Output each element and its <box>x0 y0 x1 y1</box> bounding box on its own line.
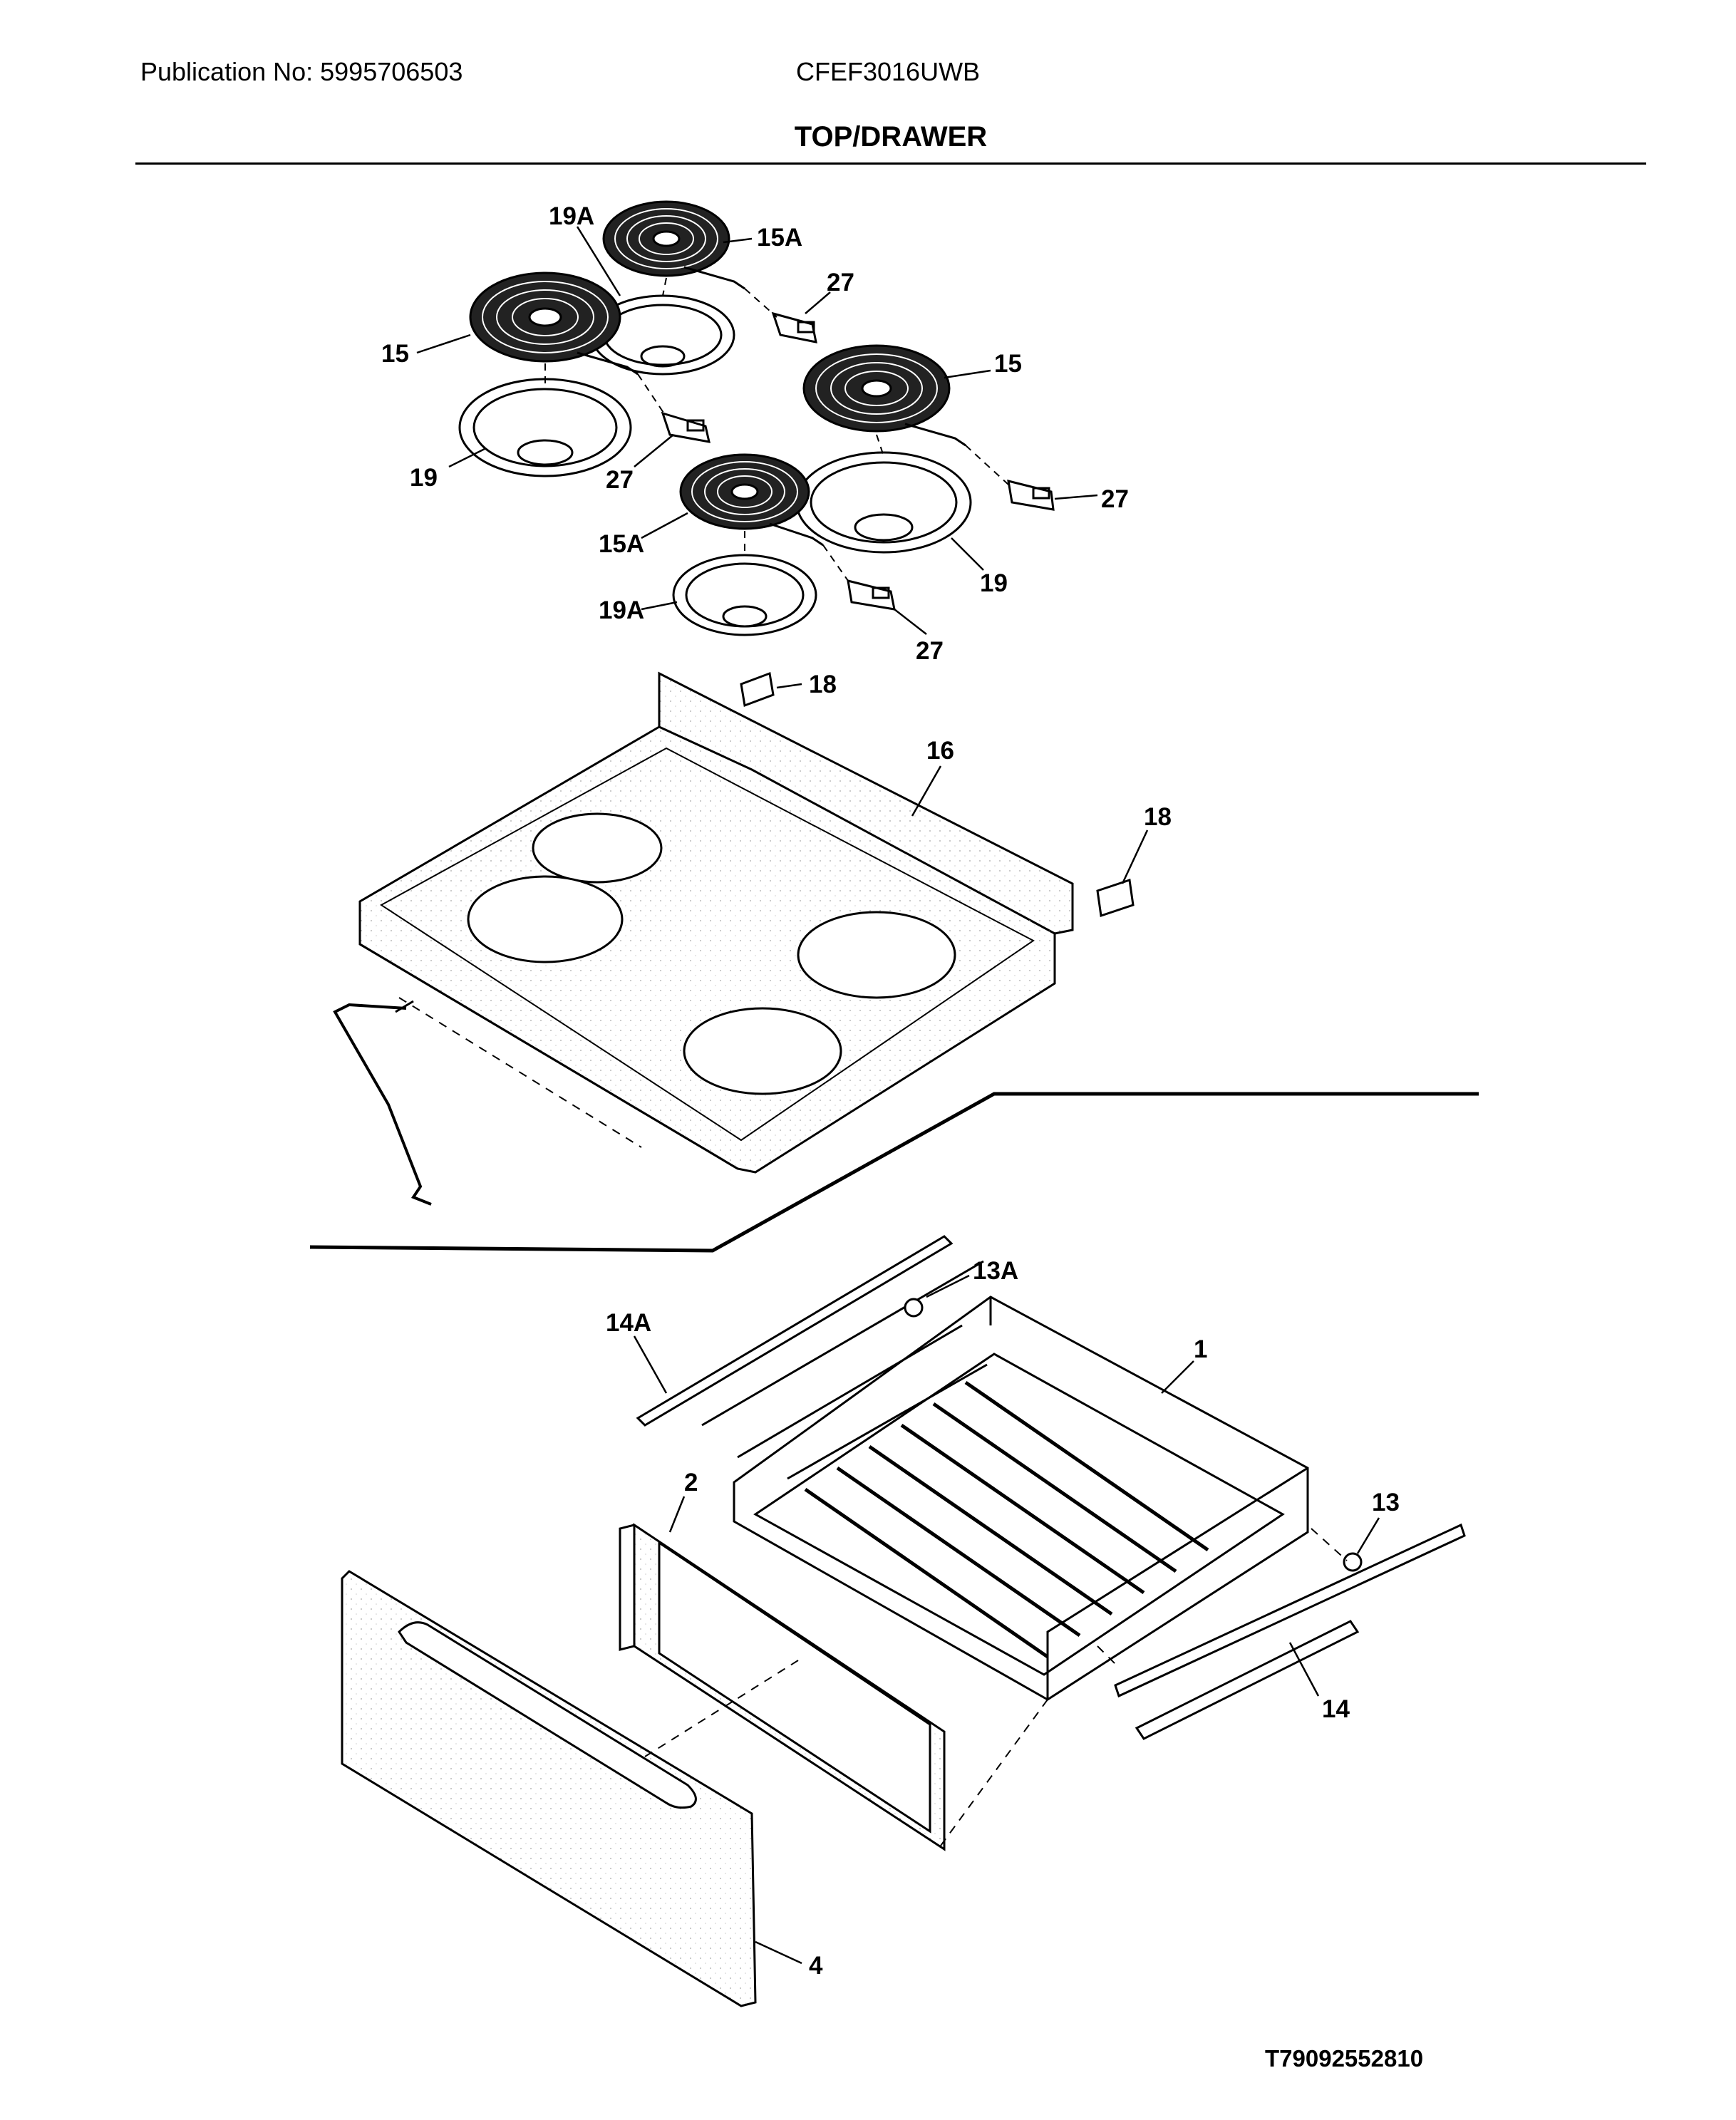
callout-27-c: 27 <box>1101 485 1129 513</box>
surface-element-15a-top <box>602 200 745 290</box>
cooktop-16 <box>358 671 1074 1174</box>
callout-27-d: 27 <box>916 637 944 665</box>
callout-15a-top: 15A <box>757 224 802 252</box>
surface-element-15a-lower <box>679 453 824 547</box>
support-rod <box>333 1003 432 1206</box>
header-divider <box>135 162 1646 165</box>
drawer-body-1 <box>733 1296 1309 1701</box>
drawer-front-2 <box>619 1523 946 1851</box>
callout-27-b: 27 <box>606 466 634 494</box>
callout-1: 1 <box>1194 1335 1207 1363</box>
callout-15a-lower: 15A <box>599 530 644 558</box>
surface-element-15-right <box>802 344 966 447</box>
callout-18-top: 18 <box>809 671 837 698</box>
receptacle-27-c <box>1007 479 1055 511</box>
section-divider <box>309 1092 1479 1253</box>
bracket-18-right <box>1096 879 1135 917</box>
model-number: CFEF3016UWB <box>796 57 981 86</box>
drip-bowl-19-left <box>458 378 632 477</box>
drip-bowl-19a-lower <box>672 554 817 636</box>
callout-15-left: 15 <box>381 340 409 368</box>
callout-13a: 13A <box>973 1257 1018 1285</box>
callout-16: 16 <box>926 737 954 765</box>
drip-bowl-19-right <box>795 451 972 554</box>
diagram-code: T79092552810 <box>1265 2045 1424 2072</box>
publication-number: Publication No: 5995706503 <box>140 57 463 86</box>
section-title: TOP/DRAWER <box>794 121 988 152</box>
callout-14a: 14A <box>606 1309 651 1337</box>
callout-14: 14 <box>1322 1695 1350 1723</box>
callout-2: 2 <box>684 1469 698 1496</box>
roller-13 <box>1343 1552 1363 1572</box>
callout-13: 13 <box>1372 1489 1400 1516</box>
callout-19-left: 19 <box>410 464 438 492</box>
callout-4: 4 <box>809 1952 823 1980</box>
receptacle-27-d <box>847 579 896 611</box>
bracket-18-top <box>740 671 775 708</box>
surface-element-15-left <box>469 272 639 376</box>
roller-13a <box>904 1298 924 1318</box>
callout-19a-top: 19A <box>549 202 594 230</box>
callout-19-right: 19 <box>980 569 1008 597</box>
callout-19a-lower: 19A <box>599 596 644 624</box>
drawer-panel-4 <box>341 1570 757 2007</box>
drawer-slide-14a <box>636 1235 988 1480</box>
receptacle-27-a <box>771 311 817 343</box>
drawer-slide-14 <box>1114 1523 1466 1740</box>
callout-18-right: 18 <box>1144 803 1172 831</box>
callout-27-a: 27 <box>827 269 854 296</box>
callout-15-right: 15 <box>994 350 1022 378</box>
receptacle-27-b <box>661 411 711 443</box>
